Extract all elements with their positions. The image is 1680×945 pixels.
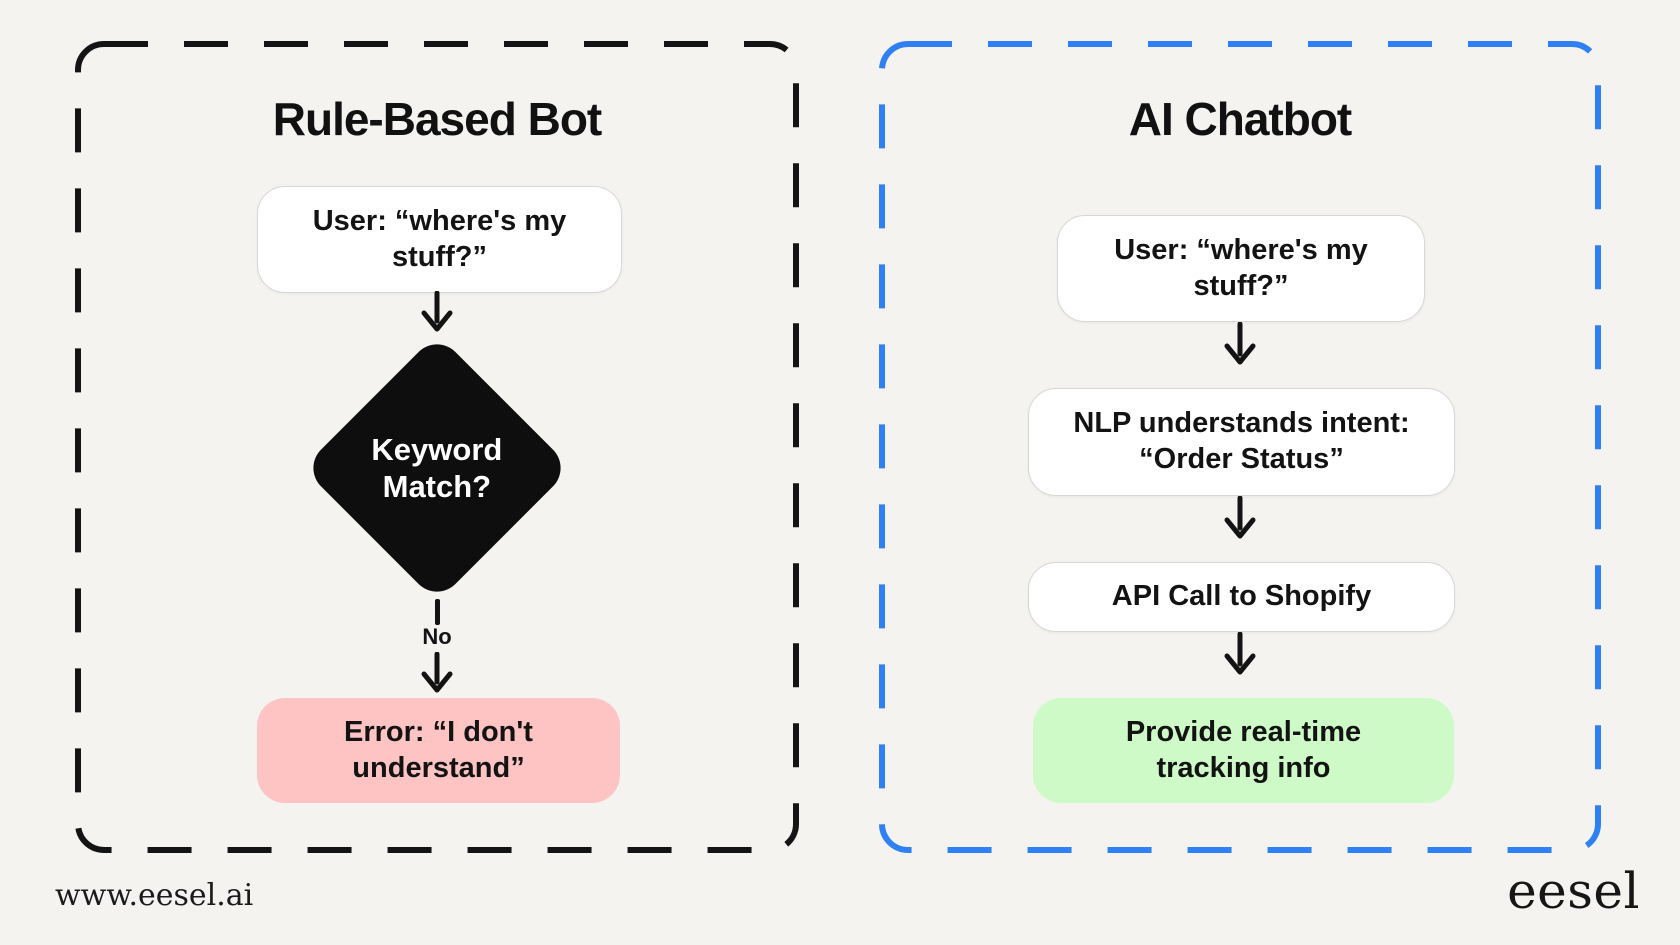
- nlp-intent-text: NLP understands intent: “Order Status”: [1073, 407, 1410, 475]
- footer-site-url: www.eesel.ai: [55, 878, 254, 913]
- keyword-match-decision-text: Keyword Match?: [371, 431, 503, 504]
- edge-label-no: No: [422, 624, 452, 649]
- left-user-message-node: User: “where's my stuff?”: [257, 186, 622, 293]
- flow-arrow-icon: [1224, 632, 1256, 675]
- api-call-text: API Call to Shopify: [1111, 580, 1372, 613]
- right-user-message-text: User: “where's my stuff?”: [1114, 233, 1368, 302]
- flow-arrow-icon: [421, 652, 453, 693]
- ai-chatbot-panel-border: [879, 41, 1601, 853]
- api-call-node: API Call to Shopify: [1028, 562, 1455, 632]
- decision-connector-line: [435, 599, 440, 625]
- flow-arrow-icon: [421, 291, 453, 332]
- nlp-intent-node: NLP understands intent: “Order Status”: [1028, 388, 1455, 496]
- right-user-message-node: User: “where's my stuff?”: [1057, 215, 1425, 322]
- rule-based-panel-dashed-rect: [75, 41, 799, 853]
- rule-based-panel-border: [75, 41, 799, 853]
- eesel-logo: eesel: [1507, 862, 1640, 920]
- ai-chatbot-panel-title: AI Chatbot: [1128, 93, 1353, 145]
- flow-arrow-icon: [1224, 496, 1256, 539]
- rule-based-panel-title: Rule-Based Bot: [272, 93, 602, 145]
- left-user-message-text: User: “where's my stuff?”: [312, 204, 567, 273]
- tracking-result-text: Provide real-time tracking info: [1125, 715, 1362, 784]
- ai-chatbot-panel-dashed-rect: [879, 41, 1601, 853]
- tracking-result-node: Provide real-time tracking info: [1033, 698, 1454, 803]
- left-error-text: Error: “I don't understand”: [344, 715, 533, 784]
- flow-arrow-icon: [1224, 322, 1256, 365]
- left-error-node: Error: “I don't understand”: [257, 698, 620, 803]
